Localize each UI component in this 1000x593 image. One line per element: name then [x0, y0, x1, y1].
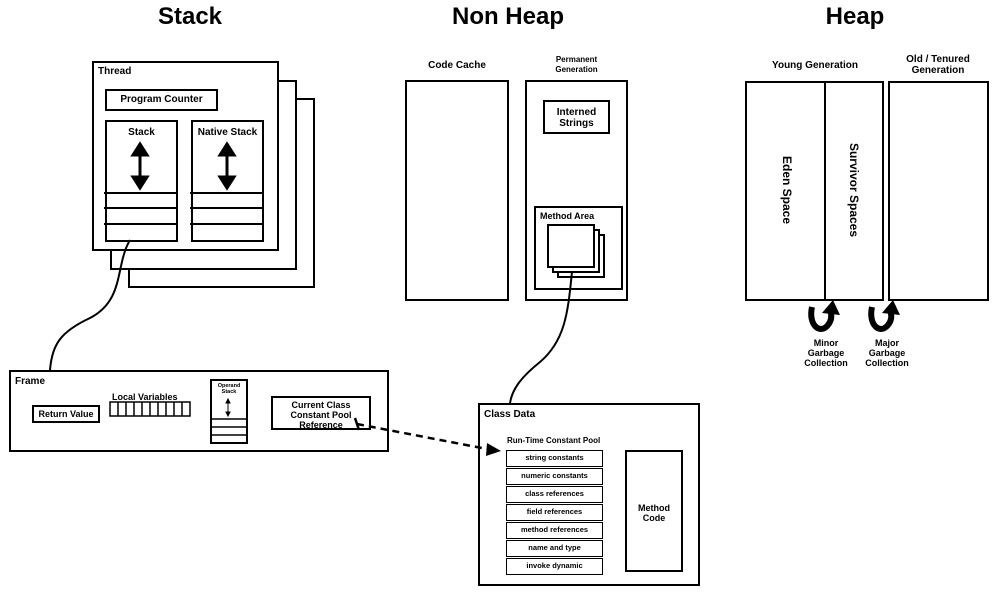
local-variables-label: Local Variables — [112, 392, 178, 402]
class-data-box: Class Data Run-Time Constant Pool string… — [478, 403, 700, 586]
old-tenured-generation-box — [888, 81, 989, 301]
method-area-to-class-data-connector — [509, 271, 573, 404]
class-data-title: Class Data — [484, 409, 536, 420]
program-counter-box: Program Counter — [105, 89, 218, 111]
list-item: name and type — [506, 540, 603, 557]
frame-title: Frame — [15, 376, 46, 387]
code-cache-label: Code Cache — [428, 60, 486, 71]
stack-heading: Stack — [157, 3, 223, 30]
list-item: numeric constants — [506, 468, 603, 485]
non-heap-heading: Non Heap — [451, 3, 564, 30]
constant-pool-reference-pointer — [353, 417, 501, 456]
native-stack-arrow-icon — [217, 141, 237, 191]
code-cache-box — [405, 80, 509, 301]
java-stack-frames — [104, 192, 176, 225]
heap-heading: Heap — [825, 3, 885, 30]
thread-to-frame-connector — [49, 239, 131, 371]
return-value-label: Return Value — [38, 409, 94, 419]
list-item: field references — [506, 504, 603, 521]
young-generation-label: Young Generation — [772, 60, 858, 71]
list-item: string constants — [506, 450, 603, 467]
program-counter-label: Program Counter — [120, 94, 203, 105]
java-stack-label: Stack — [128, 127, 155, 138]
list-item: invoke dynamic — [506, 558, 603, 575]
survivor-spaces-box: Survivor Spaces — [824, 81, 884, 301]
thread-box: Thread Program Counter Stack Native Stac… — [92, 61, 279, 251]
major-gc-arrow-icon — [868, 300, 900, 332]
list-item: method references — [506, 522, 603, 539]
minor-gc-arrow-icon — [808, 300, 840, 332]
return-value-box: Return Value — [32, 405, 100, 423]
operand-stack-arrow-icon — [225, 397, 231, 418]
method-area-label: Method Area — [540, 211, 595, 221]
local-variables-array — [109, 401, 191, 417]
native-stack-label: Native Stack — [197, 127, 258, 138]
method-area-pages — [547, 224, 605, 278]
java-stack-arrow-icon — [130, 141, 150, 191]
native-stack-box: Native Stack — [191, 120, 264, 242]
list-item: class references — [506, 486, 603, 503]
thread-title: Thread — [98, 66, 132, 77]
run-time-constant-pool-label: Run-Time Constant Pool — [507, 436, 601, 445]
native-stack-frames — [190, 192, 262, 225]
run-time-constant-pool-list: string constants numeric constants class… — [506, 450, 603, 575]
operand-stack-frames — [210, 418, 246, 436]
